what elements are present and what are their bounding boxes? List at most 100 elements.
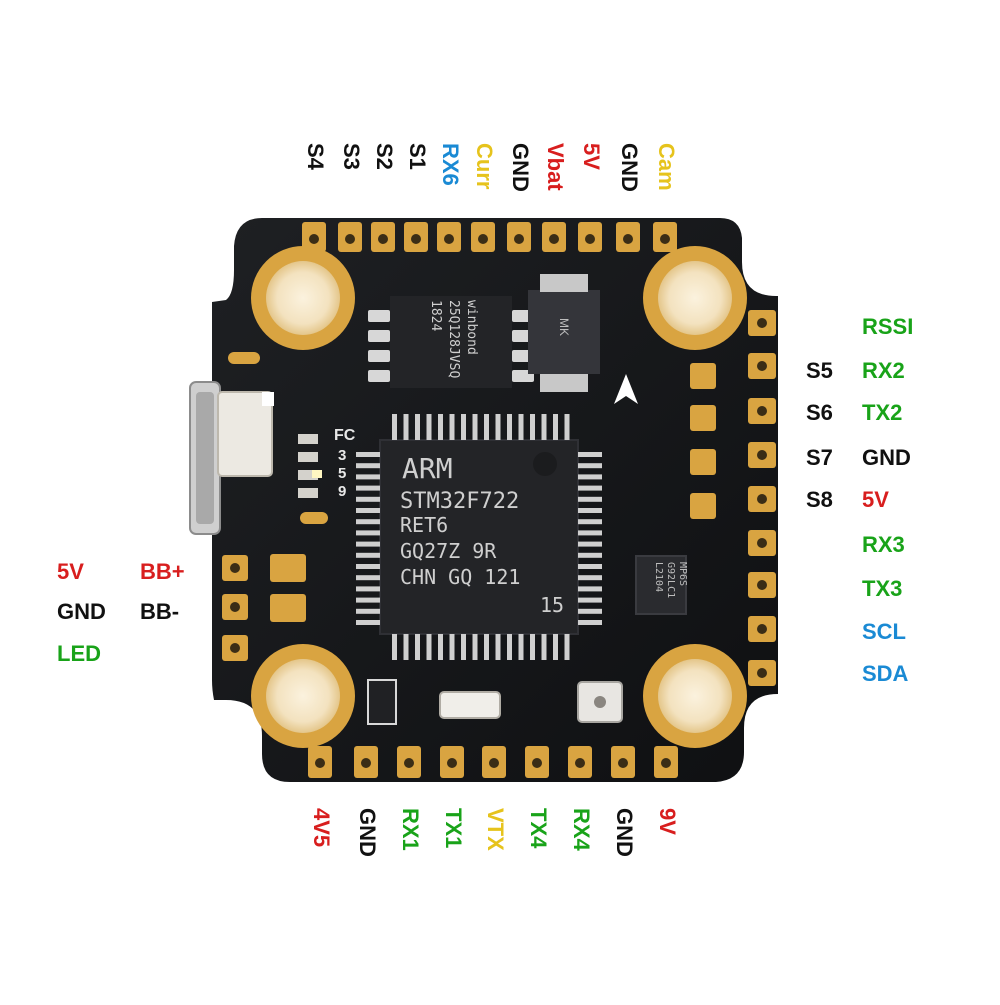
mcu-pin xyxy=(472,634,478,660)
top-pin-label: S4 xyxy=(303,143,328,170)
mcu-pin xyxy=(356,552,380,558)
mounting-hole xyxy=(266,261,340,335)
right-outer-pin-label: GND xyxy=(862,445,911,470)
mcu-pin xyxy=(578,608,602,614)
flash-pin xyxy=(368,370,390,382)
imu-chip xyxy=(635,555,687,615)
connector-plug xyxy=(217,391,273,477)
pad-via xyxy=(575,758,585,768)
flash-marking: 25Q128JVSQ xyxy=(446,300,461,378)
pad-via xyxy=(757,406,767,416)
pad-via xyxy=(757,538,767,548)
mcu-pin xyxy=(518,634,524,660)
flash-chip xyxy=(390,296,512,388)
mcu-pin xyxy=(578,463,602,469)
pad-via xyxy=(757,580,767,590)
pad-via xyxy=(489,758,499,768)
top-pin-label: Cam xyxy=(654,143,679,191)
right-inner-pin-label: S6 xyxy=(806,400,833,425)
pad-via xyxy=(514,234,524,244)
mcu-pin xyxy=(356,496,380,502)
mcu-marking: RET6 xyxy=(400,513,448,537)
bottom-pin-label: GND xyxy=(355,808,380,857)
mcu-pin xyxy=(578,508,602,513)
imu-marking: MP6S xyxy=(677,562,688,586)
mcu-pin xyxy=(484,634,489,660)
smd-component xyxy=(298,434,318,444)
solder-pad xyxy=(270,554,306,582)
mcu-pin xyxy=(578,530,602,536)
mcu-pin xyxy=(578,597,602,603)
left-label-bb-minus: BB- xyxy=(140,599,180,624)
pad-via xyxy=(478,234,488,244)
pad-via xyxy=(757,318,767,328)
top-pin-label: S3 xyxy=(339,143,364,170)
mcu-pin xyxy=(426,414,432,440)
mcu-pin xyxy=(438,414,443,440)
mcu-pin xyxy=(495,634,501,660)
mcu-pin xyxy=(578,485,602,491)
top-pin-label: GND xyxy=(617,143,642,192)
pad-via xyxy=(660,234,670,244)
mcu-marking: GQ27Z 9R xyxy=(400,539,497,563)
connector-latch xyxy=(262,392,274,406)
fc-digit: 3 xyxy=(338,447,346,464)
mcu-pin xyxy=(530,414,535,440)
mcu-pin xyxy=(356,564,380,569)
right-inner-pin-label: S8 xyxy=(806,487,833,512)
pad-via xyxy=(361,758,371,768)
top-pin-label: RX6 xyxy=(438,143,463,186)
mcu-pin xyxy=(356,608,380,614)
left-label-led: LED xyxy=(57,641,101,666)
baro-hole xyxy=(594,696,606,708)
status-led xyxy=(312,470,322,478)
solder-pad xyxy=(270,594,306,622)
mcu-pin xyxy=(518,414,524,440)
mcu-marking: CHN GQ 121 xyxy=(400,565,520,589)
pad-via xyxy=(661,758,671,768)
mcu-pin xyxy=(426,634,432,660)
right-inner-pin-label: S5 xyxy=(806,358,833,383)
imu-marking: G92LC1 xyxy=(665,562,676,598)
pad-via xyxy=(757,361,767,371)
pad-via xyxy=(549,234,559,244)
flash-pin xyxy=(368,330,390,342)
top-pin-label: 5V xyxy=(579,143,604,170)
mounting-hole xyxy=(658,659,732,733)
fc-digit: 5 xyxy=(338,465,346,482)
smd-component xyxy=(298,488,318,498)
mounting-hole xyxy=(658,261,732,335)
pad-via xyxy=(757,494,767,504)
solder-pad xyxy=(690,449,716,475)
mcu-pin xyxy=(356,485,380,491)
bottom-pin-label: 9V xyxy=(655,808,680,835)
right-outer-pin-label: 5V xyxy=(862,487,889,512)
mcu-pin xyxy=(356,463,380,469)
mcu-marking: ARM xyxy=(402,452,453,485)
pad-via xyxy=(532,758,542,768)
pad-via xyxy=(444,234,454,244)
mcu-pin xyxy=(403,634,409,660)
top-pin-label: Curr xyxy=(472,143,497,190)
bottom-pin-label: RX1 xyxy=(398,808,423,851)
pad-via xyxy=(230,643,240,653)
right-inner-pin-label: S7 xyxy=(806,445,833,470)
mcu-pin xyxy=(578,519,602,525)
right-outer-pin-label: RSSI xyxy=(862,314,914,339)
mcu-pin xyxy=(578,541,602,547)
right-outer-pin-label: SDA xyxy=(862,661,909,686)
bottom-pin-label: 4V5 xyxy=(309,808,334,848)
mcu-pin xyxy=(356,541,380,547)
mcu-pin xyxy=(356,586,380,592)
left-label-gnd: GND xyxy=(57,599,106,624)
bottom-pin-label: GND xyxy=(612,808,637,857)
top-pin-label: GND xyxy=(508,143,533,192)
left-label-bb-plus: BB+ xyxy=(140,559,185,584)
arrow-mark xyxy=(614,374,638,404)
mcu-pin xyxy=(438,634,443,660)
mcu-pin xyxy=(461,634,466,660)
fc-marking: FC xyxy=(334,427,356,444)
mcu-pin xyxy=(472,414,478,440)
mcu-pin xyxy=(553,634,558,660)
